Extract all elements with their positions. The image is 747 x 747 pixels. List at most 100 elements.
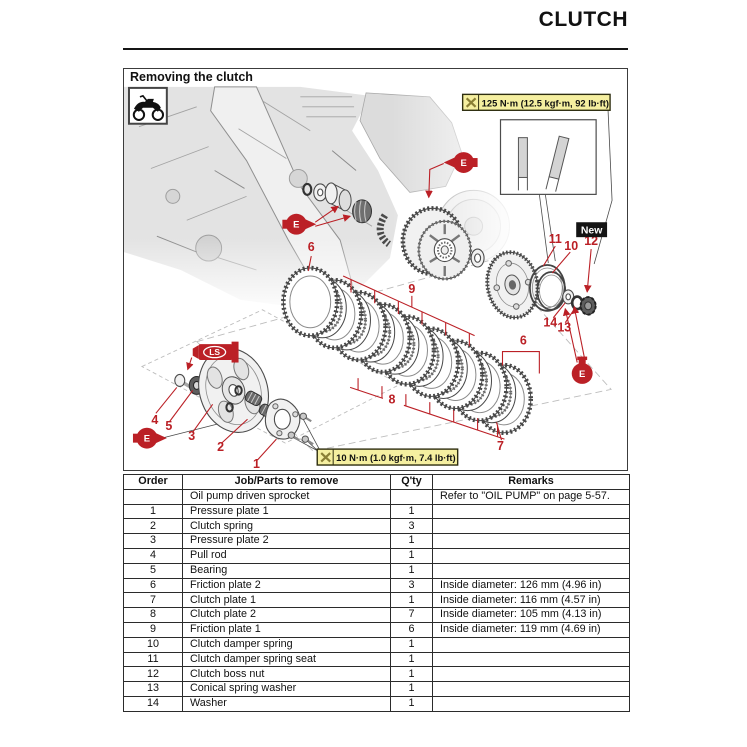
exploded-diagram: 1 2 3 4 5 6 6 7 8 9 10 11 12 13 14 11 10 <box>124 84 613 470</box>
washer-14 <box>562 289 575 305</box>
qty-cell: 1 <box>390 636 433 653</box>
svg-text:E: E <box>293 220 299 231</box>
order-cell: 5 <box>123 562 183 579</box>
order-cell: 3 <box>123 533 183 549</box>
svg-text:E: E <box>460 158 466 169</box>
part-label-10: 10 <box>564 239 578 253</box>
job-cell: Washer <box>182 695 391 712</box>
clutch-boss <box>485 250 540 320</box>
page-title: CLUTCH <box>538 8 628 31</box>
oil-icon: E <box>282 205 352 235</box>
order-cell: 10 <box>123 636 183 653</box>
platform-guides <box>140 258 612 452</box>
remarks-cell: Refer to "OIL PUMP" on page 5-57. <box>432 488 630 505</box>
red-callouts: 1 2 3 4 5 6 6 7 8 9 10 11 12 13 14 11 10 <box>132 124 598 470</box>
job-cell: Pressure plate 2 <box>182 533 391 549</box>
job-cell: Clutch plate 1 <box>182 592 391 609</box>
remarks-cell <box>432 562 630 579</box>
remarks-cell <box>432 533 630 549</box>
motorcycle-icon <box>127 86 168 125</box>
part-label-12: 12 <box>584 234 598 248</box>
col-header-qty: Q'ty <box>390 474 433 490</box>
remarks-cell <box>432 651 630 668</box>
job-cell: Friction plate 2 <box>182 577 391 594</box>
figure-caption: Removing the clutch <box>130 70 253 84</box>
spring-cross-section <box>545 135 570 192</box>
wrench-icon <box>465 97 477 108</box>
remarks-cell: Inside diameter: 126 mm (4.96 in) <box>432 577 630 594</box>
part-label-6: 6 <box>308 240 315 254</box>
oil-icon: E <box>132 427 167 449</box>
part-label-1: 1 <box>253 457 260 470</box>
job-cell: Friction plate 1 <box>182 621 391 638</box>
order-cell: 12 <box>123 666 183 683</box>
inset-detail-box <box>499 119 597 195</box>
svg-text:LS: LS <box>209 347 220 357</box>
part-label-11: 11 <box>549 232 562 246</box>
qty-cell <box>390 488 433 505</box>
figure-box: Removing the clutch <box>123 68 628 471</box>
part-label-4: 4 <box>151 413 158 427</box>
part-label-13: 13 <box>557 321 571 335</box>
job-cell: Conical spring washer <box>182 681 391 697</box>
o-ring <box>234 385 243 396</box>
title-rule <box>123 48 628 50</box>
qty-cell: 1 <box>390 681 433 697</box>
seat-cross-section <box>517 137 528 191</box>
job-cell: Bearing <box>182 562 391 579</box>
col-header-remarks: Remarks <box>432 474 630 490</box>
order-cell: 11 <box>123 651 183 668</box>
clutch-housing <box>400 206 473 281</box>
job-cell: Pressure plate 1 <box>182 503 391 520</box>
svg-text:125 N·m (12.5 kgf·m, 92 lb·ft): 125 N·m (12.5 kgf·m, 92 lb·ft) <box>482 98 609 108</box>
order-cell: 7 <box>123 592 183 609</box>
order-cell: 9 <box>123 621 183 638</box>
clutch-boss-nut-12 <box>579 296 597 316</box>
remarks-cell <box>432 547 630 564</box>
qty-cell: 3 <box>390 518 433 535</box>
job-cell: Clutch damper spring <box>182 636 391 653</box>
part-label-6b: 6 <box>520 334 527 348</box>
job-cell: Clutch spring <box>182 518 391 535</box>
qty-cell: 6 <box>390 621 433 638</box>
col-header-job: Job/Parts to remove <box>182 474 391 490</box>
lower-left-parts <box>174 347 314 446</box>
part-label-8: 8 <box>388 392 395 406</box>
wrench-icon <box>320 452 331 463</box>
qty-cell: 1 <box>390 695 433 712</box>
svg-text:New: New <box>581 226 603 237</box>
order-cell <box>123 488 183 505</box>
part-label-14: 14 <box>543 316 557 330</box>
torque-callout-lower: 10 N·m (1.0 kgf·m, 7.4 lb·ft) <box>316 448 459 466</box>
qty-cell: 1 <box>390 547 433 564</box>
svg-text:E: E <box>144 434 150 445</box>
remarks-cell: Inside diameter: 105 mm (4.13 in) <box>432 607 630 623</box>
job-cell: Pull rod <box>182 547 391 564</box>
qty-cell: 1 <box>390 533 433 549</box>
job-cell: Clutch boss nut <box>182 666 391 683</box>
svg-text:E: E <box>579 369 585 380</box>
remarks-cell <box>432 636 630 653</box>
washer-small <box>313 183 328 202</box>
qty-cell: 1 <box>390 503 433 520</box>
job-cell: Oil pump driven sprocket <box>182 488 391 505</box>
remarks-cell <box>432 666 630 683</box>
plate-bolts <box>287 412 314 446</box>
order-cell: 8 <box>123 607 183 623</box>
o-ring <box>225 402 234 413</box>
qty-cell: 1 <box>390 592 433 609</box>
qty-cell: 1 <box>390 666 433 683</box>
order-cell: 2 <box>123 518 183 535</box>
col-header-order: Order <box>123 474 183 490</box>
